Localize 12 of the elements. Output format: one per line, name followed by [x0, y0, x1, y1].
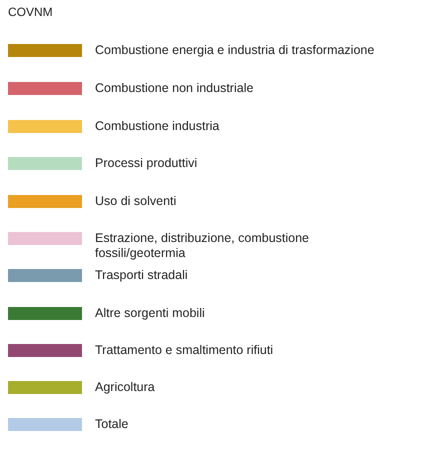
legend-title: COVNM	[8, 5, 53, 19]
legend-label: Altre sorgenti mobili	[95, 306, 206, 321]
legend-label: Trasporti stradali	[95, 268, 189, 283]
legend-label: Combustione industria	[95, 119, 220, 134]
legend-label: Estrazione, distribuzione, combustione fossili/geotermia	[95, 231, 310, 261]
legend-label: Combustione energia e industria di trasformazione	[95, 43, 376, 58]
legend-label: Totale	[95, 417, 130, 432]
legend-label: Uso di solventi	[95, 194, 178, 209]
legend-label: Combustione non industriale	[95, 81, 254, 96]
legend-label: Agricoltura	[95, 380, 156, 395]
legend-label: Processi produttivi	[95, 156, 198, 171]
legend-label: Trattamento e smaltimento rifiuti	[95, 343, 274, 358]
